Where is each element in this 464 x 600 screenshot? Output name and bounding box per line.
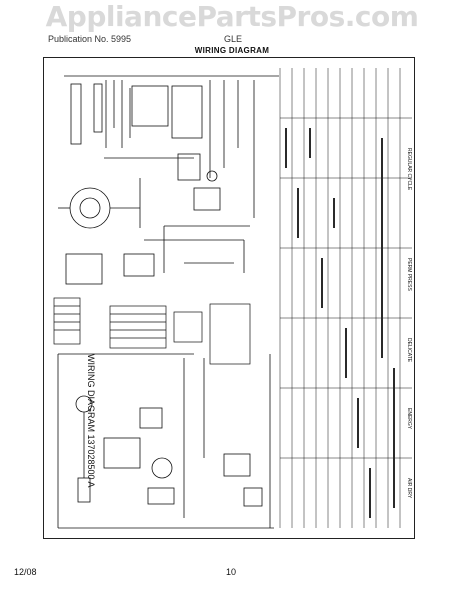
chart-label-energy: ENERGY — [406, 408, 412, 430]
chart-label-delicate: DELICATE — [406, 338, 412, 363]
chart-label-air-dry: AIR DRY — [406, 478, 412, 499]
chart-label-perm-press: PERM PRESS — [406, 258, 412, 291]
chart-label-regular: REGULAR CYCLE — [406, 148, 412, 191]
footer-date: 12/08 — [14, 567, 37, 577]
timer-chart-grid — [279, 68, 412, 528]
lower-schematic — [57, 353, 274, 529]
watermark-logo: AppliancePartsPros.com — [45, 0, 419, 33]
page-title: WIRING DIAGRAM — [194, 46, 270, 55]
timer-chart-bars — [285, 128, 395, 518]
wiring-diagram-frame: REGULAR CYCLE PERM PRESS DELICATE ENERGY… — [43, 57, 415, 539]
legend-block — [53, 297, 251, 365]
publication-header: Publication No. 5995 — [48, 34, 132, 44]
upper-schematic — [58, 75, 279, 285]
page-number: 10 — [226, 567, 237, 577]
timer-chart-labels: REGULAR CYCLE PERM PRESS DELICATE ENERGY… — [406, 148, 412, 499]
wiring-diagram-svg: REGULAR CYCLE PERM PRESS DELICATE ENERGY… — [53, 68, 412, 529]
rotated-diagram-caption: WIRING DIAGRAM 137028500 A — [86, 354, 96, 488]
model-header: GLE — [224, 34, 243, 44]
